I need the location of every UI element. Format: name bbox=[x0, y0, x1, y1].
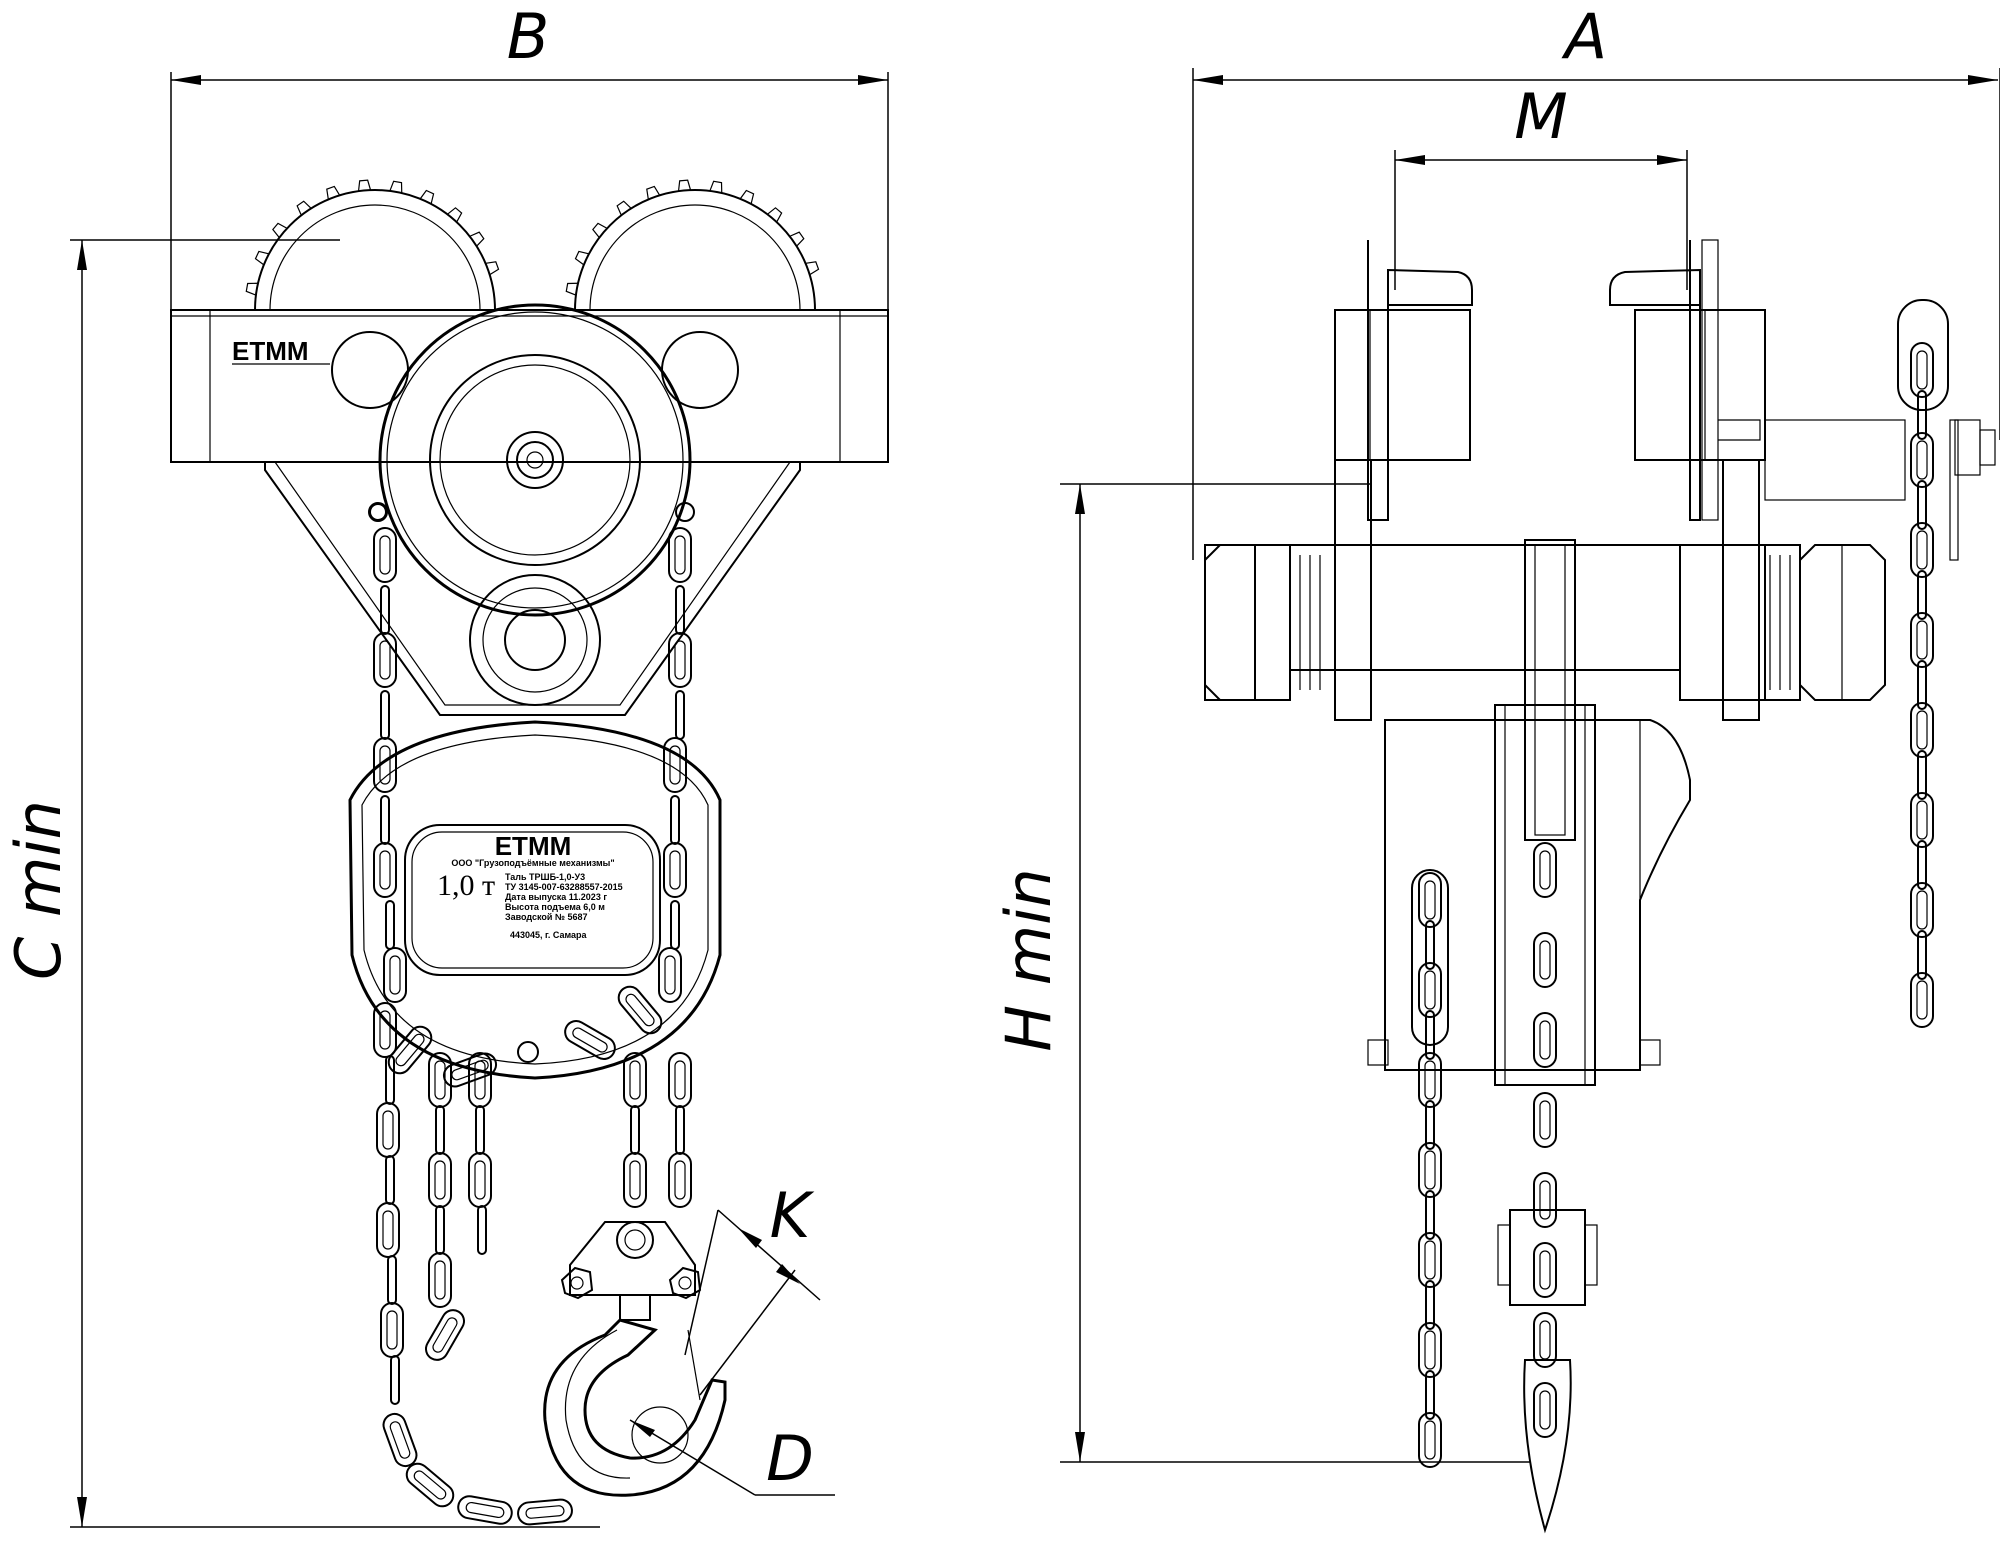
nameplate-date: Дата выпуска 11.2023 г bbox=[505, 892, 607, 902]
dimension-b: B bbox=[170, 0, 889, 310]
hand-chain-wheel bbox=[368, 303, 695, 706]
hook-block-side bbox=[1497, 1209, 1598, 1534]
dim-label-k: K bbox=[770, 1179, 815, 1252]
nameplate: ЕТММ ООО "Грузоподъёмные механизмы" 1,0 … bbox=[437, 831, 623, 940]
dimension-a: A bbox=[1192, 0, 2000, 560]
nameplate-serial: Заводской № 5687 bbox=[505, 912, 588, 922]
dim-label-d: D bbox=[766, 1422, 814, 1495]
hand-chain-right bbox=[658, 527, 692, 1003]
front-view: B C min bbox=[2, 0, 889, 1528]
hand-chain-left bbox=[369, 503, 407, 1003]
dim-label-a: A bbox=[1561, 0, 1607, 73]
nameplate-standard: ТУ 3145-007-63288557-2015 bbox=[505, 882, 623, 892]
nameplate-address: 443045, г. Самара bbox=[510, 930, 588, 940]
hanger-plate bbox=[1524, 539, 1576, 841]
dim-label-h: H min bbox=[992, 868, 1065, 1051]
nameplate-lift-height: Высота подъема 6,0 м bbox=[505, 902, 605, 912]
trolley-axle bbox=[1204, 459, 1886, 721]
dimension-d: D bbox=[629, 1419, 835, 1496]
dimension-c: C min bbox=[2, 239, 600, 1528]
hand-chain-side-left bbox=[1411, 869, 1449, 1468]
dimension-m: M bbox=[1394, 80, 1688, 290]
trolley-gears bbox=[245, 179, 820, 311]
dimension-k: K bbox=[684, 1179, 821, 1396]
load-chain-side bbox=[1533, 842, 1557, 1438]
hoist-body bbox=[348, 720, 722, 1080]
dim-label-m: M bbox=[1514, 80, 1568, 153]
trolley-wheels-side bbox=[1334, 239, 1906, 521]
dim-label-b: B bbox=[507, 0, 550, 73]
nameplate-company: ООО "Грузоподъёмные механизмы" bbox=[451, 858, 614, 868]
hand-chain-side-right bbox=[1897, 299, 1996, 1028]
dimension-h: H min bbox=[992, 483, 1530, 1463]
trolley-frame: ЕТММ bbox=[170, 309, 889, 716]
trolley-logo: ЕТММ bbox=[232, 336, 309, 366]
side-view: A M H min bbox=[992, 0, 2000, 1534]
dim-label-c: C min bbox=[2, 800, 75, 980]
hook-block bbox=[560, 1221, 702, 1321]
hook bbox=[543, 1318, 727, 1497]
nameplate-capacity: 1,0 т bbox=[437, 869, 495, 902]
hoist-body-side bbox=[1367, 704, 1691, 1086]
nameplate-model: Таль ТРШБ-1,0-У3 bbox=[505, 872, 585, 882]
nameplate-logo: ЕТММ bbox=[495, 831, 572, 861]
